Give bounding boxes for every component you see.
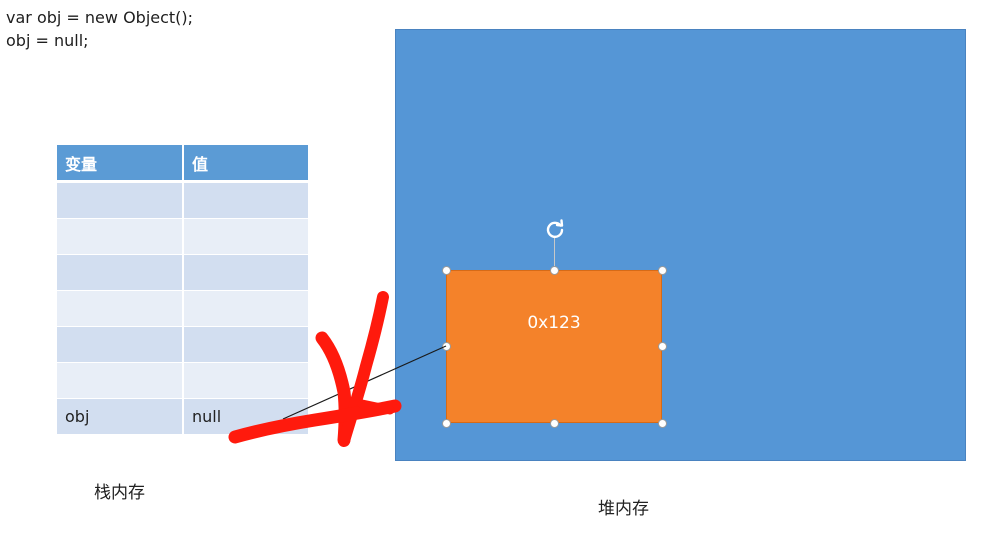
stack-table-header: 变量 值	[57, 145, 310, 183]
code-line-2: obj = null;	[6, 31, 89, 50]
cell-value	[183, 254, 310, 291]
resize-handle-right[interactable]	[658, 342, 667, 351]
resize-handle-bottom-left[interactable]	[442, 419, 451, 428]
resize-handle-top[interactable]	[550, 266, 559, 275]
resize-handle-top-left[interactable]	[442, 266, 451, 275]
cell-value	[183, 218, 310, 255]
cell-value-null: null	[183, 398, 310, 435]
heap-memory-label: 堆内存	[598, 499, 649, 519]
table-row	[57, 362, 310, 399]
cell-value	[183, 362, 310, 399]
rotation-handle-stem	[554, 238, 555, 270]
cell-variable	[57, 290, 184, 327]
cell-value	[183, 290, 310, 327]
table-row	[57, 254, 310, 291]
cell-variable	[57, 254, 184, 291]
table-row	[57, 181, 310, 219]
cell-variable	[57, 362, 184, 399]
table-row	[57, 218, 310, 255]
cell-variable	[57, 326, 184, 363]
table-row-obj: obj null	[57, 398, 310, 435]
header-value: 值	[183, 145, 310, 183]
cell-value	[183, 181, 310, 219]
cell-variable	[57, 218, 184, 255]
rotate-icon[interactable]	[543, 217, 567, 241]
code-line-1: var obj = new Object();	[6, 8, 194, 27]
cell-variable	[57, 181, 184, 219]
header-variable: 变量	[57, 145, 184, 183]
cell-value	[183, 326, 310, 363]
table-row	[57, 290, 310, 327]
resize-handle-bottom-right[interactable]	[658, 419, 667, 428]
resize-handle-top-right[interactable]	[658, 266, 667, 275]
stack-memory-label: 栈内存	[94, 483, 145, 503]
object-address: 0x123	[527, 313, 581, 333]
cell-variable-obj: obj	[57, 398, 184, 435]
resize-handle-bottom[interactable]	[550, 419, 559, 428]
resize-handle-left[interactable]	[442, 342, 451, 351]
heap-object[interactable]: 0x123	[446, 270, 662, 423]
table-row	[57, 326, 310, 363]
code-snippet: var obj = new Object(); obj = null;	[6, 6, 193, 52]
stack-table: 变量 值 obj null	[57, 145, 310, 435]
